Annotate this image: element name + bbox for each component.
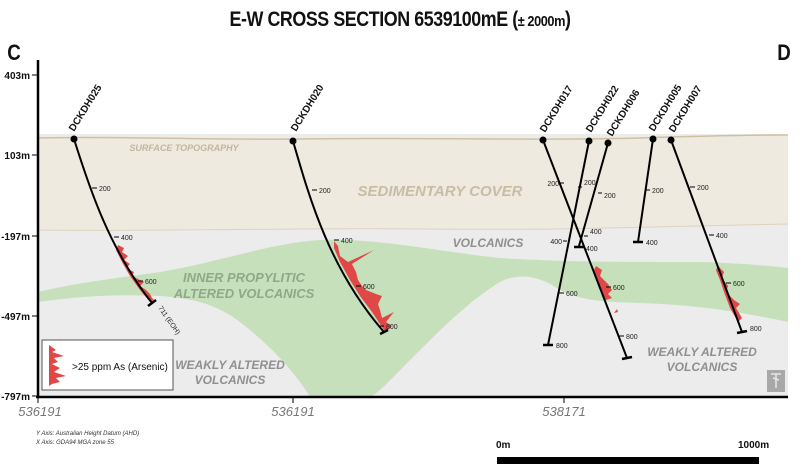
drillhole-trace-dckdh025 — [73, 138, 153, 304]
axis-ticks — [32, 74, 565, 403]
volcanics-label: VOLCANICS — [453, 236, 524, 250]
scale-bar-end-label: 1000m — [738, 440, 770, 451]
drillhole-name: DCKDH025 — [67, 83, 105, 134]
propylitic-label-line2: ALTERED VOLCANICS — [173, 286, 315, 301]
depth-label: 200 — [604, 193, 616, 200]
drillhole-trace-dckdh006 — [578, 142, 609, 247]
eoh-dckdh007 — [736, 329, 748, 335]
depth-label: 200 — [319, 188, 331, 195]
weakly-altered-right-line1: WEAKLY ALTERED — [647, 345, 757, 359]
company-logo-watermark — [767, 370, 785, 392]
y-tick-label: -797m — [1, 392, 30, 403]
eoh-dckdh025 — [147, 299, 157, 307]
depth-label: 600 — [613, 285, 625, 292]
eoh-dckdh020 — [379, 328, 389, 336]
sedimentary-cover-label: SEDIMENTARY COVER — [357, 183, 522, 200]
drillhole-trace-dckdh020 — [292, 140, 385, 333]
collar-dckdh025 — [70, 135, 78, 143]
depth-label: 200 — [547, 181, 559, 188]
drillhole-name: DCKDH017 — [538, 84, 576, 135]
title-plus-minus: ± 2000m — [517, 13, 566, 30]
depth-label: 600 — [363, 284, 375, 291]
depth-label: 200 — [697, 185, 709, 192]
sediment-base-line — [37, 223, 789, 231]
legend-box — [41, 339, 174, 391]
legend-arsenic-swatch — [49, 345, 66, 386]
x-tick-label: 538171 — [542, 404, 585, 419]
arsenic-dckdh020 — [334, 241, 394, 330]
scale-bar-start-label: 0m — [496, 440, 511, 451]
weakly-altered-left-line1: WEAKLY ALTERED — [175, 358, 285, 372]
depth-label: 800 — [556, 343, 568, 350]
weakly-altered-right-line2: VOLCANICS — [667, 360, 738, 374]
collar-dckdh017 — [539, 136, 547, 144]
depth-label: 400 — [586, 246, 598, 253]
legend-label: >25 ppm As (Arsenic) — [72, 362, 168, 373]
sedimentary-cover-layer — [38, 135, 788, 231]
collar-dckdh007 — [667, 136, 675, 144]
depth-label: 400 — [550, 239, 562, 246]
x-tick-label: 536191 — [18, 404, 61, 419]
eoh-dckdh017 — [621, 355, 633, 361]
y-tick-label: 403m — [4, 71, 30, 82]
collar-dckdh020 — [289, 137, 297, 145]
drillhole-collars — [70, 135, 675, 147]
surface-topography-line — [37, 134, 789, 140]
arsenic-dckdh017 — [594, 266, 612, 300]
depth-label: 200 — [652, 188, 664, 195]
section-title: E-W CROSS SECTION 6539100mE (± 2000m) — [60, 8, 740, 32]
y-tick-label: 103m — [4, 151, 30, 162]
depth-label: 400 — [121, 235, 133, 242]
depth-label: 600 — [566, 291, 578, 298]
depth-label: 400 — [590, 229, 602, 236]
depth-label: 200 — [584, 180, 596, 187]
depth-label: 800 — [626, 334, 638, 341]
x-tick-label: 536191 — [271, 404, 314, 419]
title-main: E-W CROSS SECTION 6539100mE ( — [229, 8, 518, 31]
depth-label: 600 — [733, 281, 745, 288]
propylitic-label-line1: INNER PROPYLITIC — [183, 270, 306, 285]
collar-dckdh022 — [585, 137, 593, 145]
drillhole-name: DCKDH020 — [289, 83, 327, 134]
title-close: ) — [564, 8, 571, 31]
x-axis-note: X Axis: GDA94 MGA zone 55 — [36, 440, 114, 446]
weakly-altered-left-line2: VOLCANICS — [195, 373, 266, 387]
drillhole-trace-dckdh007 — [670, 139, 743, 333]
scale-bar — [497, 457, 759, 464]
drillhole-traces — [73, 138, 743, 359]
collar-dckdh006 — [604, 139, 612, 147]
arsenic-dckdh025 — [116, 245, 154, 302]
collar-dckdh005 — [649, 135, 657, 143]
drillhole-trace-dckdh017 — [542, 139, 628, 359]
y-tick-label: -497m — [1, 312, 30, 323]
y-axis-note: Y Axis: Australian Height Datum (AHD) — [36, 431, 140, 437]
drillhole-trace-dckdh022 — [547, 140, 590, 346]
y-tick-label: -197m — [1, 232, 30, 243]
legend: >25 ppm As (Arsenic) — [41, 339, 174, 391]
depth-label: 200 — [99, 186, 111, 193]
depth-label: 400 — [716, 233, 728, 240]
depth-label: 800 — [750, 326, 762, 333]
depth-label: 600 — [145, 279, 157, 286]
arsenic-dckdh017-b — [614, 309, 618, 313]
depth-label: 400 — [646, 240, 658, 247]
section-end-right: D — [777, 40, 791, 65]
section-end-left: C — [7, 40, 21, 65]
surface-topography-label: SURFACE TOPOGRAPHY — [129, 143, 239, 153]
drillhole-end-caps — [147, 240, 748, 361]
depth-label: 800 — [386, 324, 398, 331]
depth-label: 400 — [341, 238, 353, 245]
depth-ticks — [92, 182, 731, 337]
